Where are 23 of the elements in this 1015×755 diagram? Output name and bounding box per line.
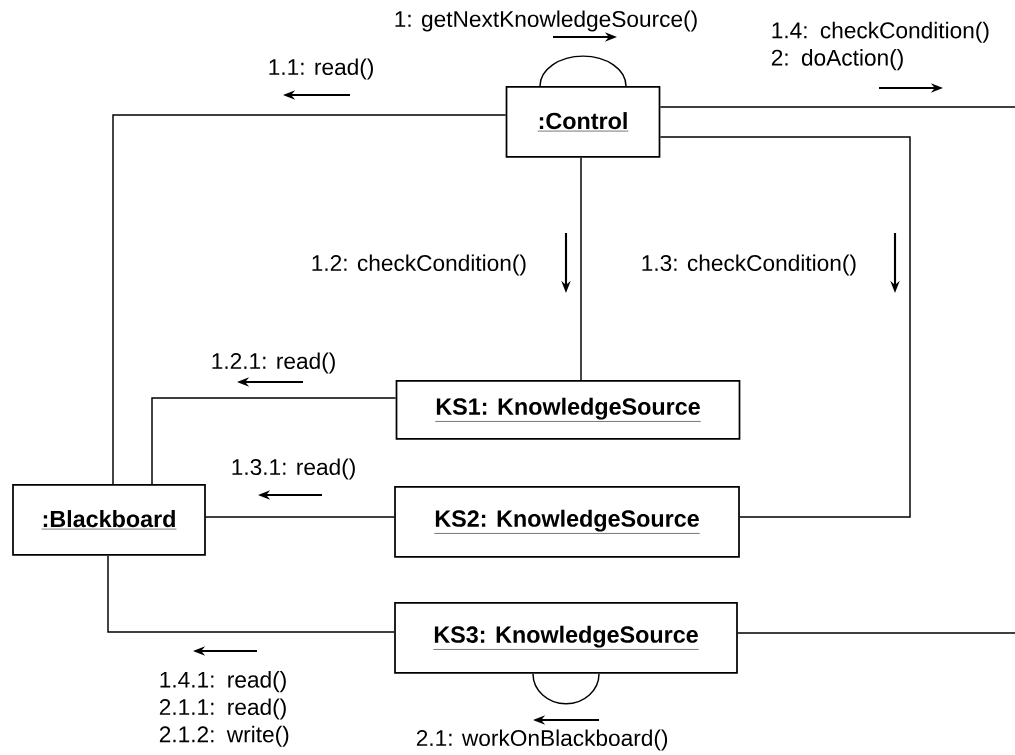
link-line — [580, 157, 582, 381]
link-line — [112, 114, 507, 485]
message-label: 2.1: workOnBlackboard() — [416, 729, 668, 751]
link-line — [205, 516, 395, 518]
message-label: 1.3.1: read() — [232, 458, 355, 480]
link-line — [659, 106, 1015, 634]
object-box: KS2: KnowledgeSource — [394, 486, 740, 558]
link-line — [107, 555, 395, 633]
link-line — [532, 673, 600, 705]
object-box: :Blackboard — [12, 484, 206, 556]
message-label: 1.1: read() — [269, 58, 373, 80]
message-label: 1.3: checkCondition() — [642, 254, 856, 276]
message-label: 1.4.1: read() 2.1.1: read() 2.1.2: write() — [159, 671, 289, 747]
message-label: 1: getNextKnowledgeSource() — [395, 10, 697, 32]
link-line — [539, 55, 627, 87]
message-label: 1.2: checkCondition() — [312, 254, 526, 276]
message-label: 1.2.1: read() — [212, 352, 335, 374]
object-box: KS1: KnowledgeSource — [395, 380, 741, 440]
link-line — [151, 397, 397, 485]
message-label: 1.4: checkCondition() 2: doAction() — [771, 21, 989, 71]
object-box: KS3: KnowledgeSource — [394, 602, 738, 674]
object-box: :Control — [505, 86, 661, 158]
link-line — [659, 136, 911, 518]
